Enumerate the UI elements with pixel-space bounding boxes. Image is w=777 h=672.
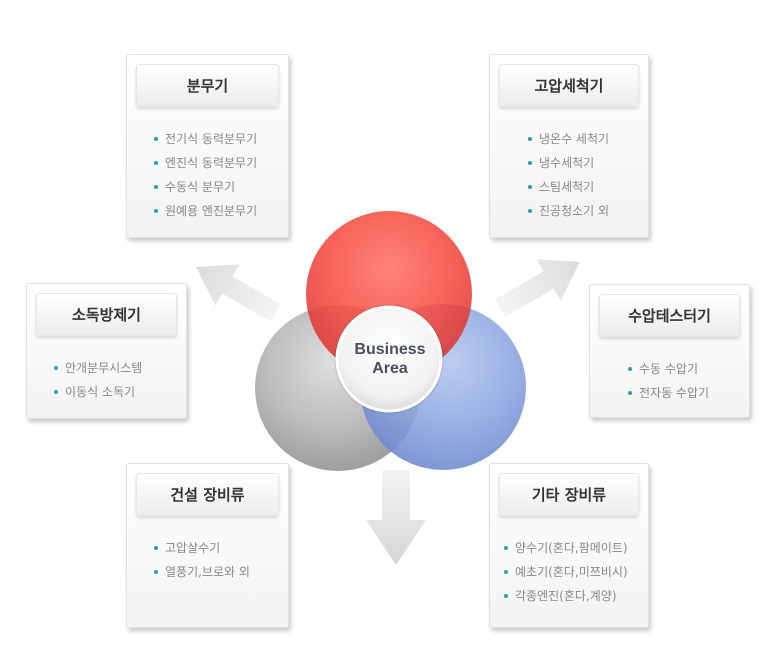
list-item: 고압살수기 <box>154 536 288 560</box>
list-item: 예초기(혼다,미쯔비시) <box>504 560 648 584</box>
list-item: 진공청소기 외 <box>528 199 648 223</box>
card-title-disinfector: 소독방제기 <box>36 293 177 336</box>
list-item: 냉온수 세척기 <box>528 127 648 151</box>
center-label-line2: Area <box>372 360 408 377</box>
arrow-icon-upper-left <box>196 264 281 322</box>
list-item: 스팀세척기 <box>528 175 648 199</box>
list-item: 원예용 엔진분무기 <box>154 199 288 223</box>
list-item: 각종엔진(혼다,계양) <box>504 584 648 608</box>
card-list-washer: 냉온수 세척기 냉수세척기 스팀세척기 진공청소기 외 <box>490 127 648 223</box>
list-item: 엔진식 동력분무기 <box>154 151 288 175</box>
card-washer: 고압세척기 냉온수 세척기 냉수세척기 스팀세척기 진공청소기 외 <box>489 54 649 238</box>
card-title-construction: 건설 장비류 <box>136 473 279 516</box>
list-item: 수동식 분무기 <box>154 175 288 199</box>
center-circle <box>335 305 443 413</box>
bullet-icon <box>628 366 632 371</box>
list-item: 안개분무시스템 <box>54 356 186 380</box>
bullet-icon <box>504 545 508 550</box>
card-title-etc: 기타 장비류 <box>499 473 639 516</box>
list-item: 이동식 소독기 <box>54 380 186 404</box>
card-title-washer: 고압세척기 <box>499 64 639 107</box>
center-label-line1: Business <box>354 341 426 358</box>
bullet-icon <box>154 136 158 141</box>
arrow-icon-upper-right <box>495 259 580 317</box>
card-construction: 건설 장비류 고압살수기 열풍기,브로와 외 <box>126 463 289 628</box>
bullet-icon <box>528 184 532 189</box>
bullet-icon <box>54 365 58 370</box>
card-title-tester: 수압테스터기 <box>599 294 740 337</box>
bullet-icon <box>154 545 158 550</box>
list-item: 전자동 수압기 <box>628 381 749 405</box>
list-item: 냉수세척기 <box>528 151 648 175</box>
bullet-icon <box>628 390 632 395</box>
bullet-icon <box>154 208 158 213</box>
card-etc: 기타 장비류 양수기(혼다,팜메이트) 예초기(혼다,미쯔비시) 각종엔진(혼다… <box>489 463 649 628</box>
bullet-icon <box>154 184 158 189</box>
bullet-icon <box>504 569 508 574</box>
list-item: 양수기(혼다,팜메이트) <box>504 536 648 560</box>
card-sprayer: 분무기 전기식 동력분무기 엔진식 동력분무기 수동식 분무기 원예용 엔진분무… <box>126 54 289 238</box>
bullet-icon <box>54 389 58 394</box>
bullet-icon <box>504 593 508 598</box>
bullet-icon <box>528 208 532 213</box>
bullet-icon <box>528 136 532 141</box>
bullet-icon <box>154 160 158 165</box>
card-list-tester: 수동 수압기 전자동 수압기 <box>590 357 749 405</box>
arrow-icon-down <box>366 470 426 565</box>
bullet-icon <box>528 160 532 165</box>
card-list-disinfector: 안개분무시스템 이동식 소독기 <box>27 356 186 404</box>
list-item: 열풍기,브로와 외 <box>154 560 288 584</box>
card-disinfector: 소독방제기 안개분무시스템 이동식 소독기 <box>26 283 187 419</box>
card-list-sprayer: 전기식 동력분무기 엔진식 동력분무기 수동식 분무기 원예용 엔진분무기 <box>127 127 288 223</box>
card-list-construction: 고압살수기 열풍기,브로와 외 <box>127 536 288 584</box>
card-tester: 수압테스터기 수동 수압기 전자동 수압기 <box>589 284 750 418</box>
list-item: 수동 수압기 <box>628 357 749 381</box>
card-list-etc: 양수기(혼다,팜메이트) 예초기(혼다,미쯔비시) 각종엔진(혼다,계양) <box>490 536 648 608</box>
list-item: 전기식 동력분무기 <box>154 127 288 151</box>
center-label: Business Area <box>335 320 445 398</box>
bullet-icon <box>154 569 158 574</box>
card-title-sprayer: 분무기 <box>136 64 279 107</box>
